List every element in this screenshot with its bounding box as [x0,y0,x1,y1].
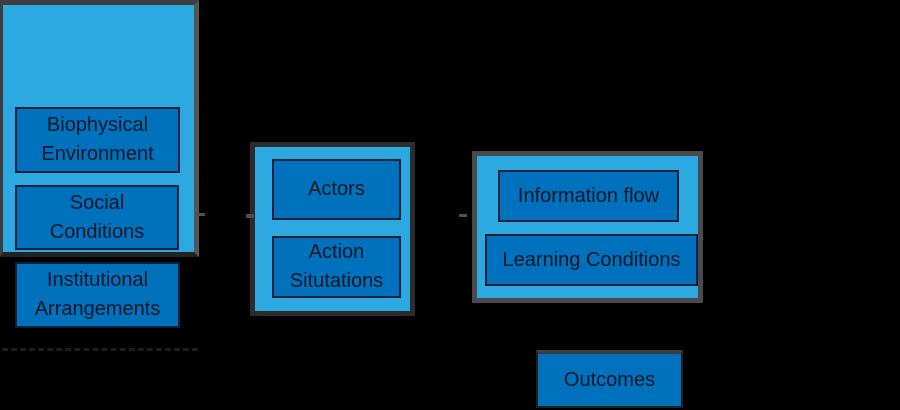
dashed-shadow-line [2,348,198,351]
box-actors-label: Actors [308,178,365,200]
box-information-flow: Information flow [498,170,679,222]
box-institutional-arrangements: Institutional Arrangements [15,262,180,328]
dashed-connector-remnant-right [459,214,467,217]
box-outcomes-label: Outcomes [563,368,656,391]
dashed-connector-remnant-left [196,213,205,216]
box-social-conditions: Social Conditions [15,185,179,250]
dashed-connector-remnant-middle [246,214,254,218]
box-learning-conditions: Learning Conditions [485,234,698,286]
box-actors: Actors [272,159,401,220]
box-action-situtations: Action Situtations [272,236,401,298]
box-biophysical-environment: Biophysical Environment [15,107,180,173]
box-information-flow-label: Information flow [517,184,660,207]
box-biophysical-environment-label: Biophysical Environment [41,114,154,165]
box-institutional-arrangements-label: Institutional Arrangements [34,269,161,320]
box-learning-conditions-label: Learning Conditions [502,248,681,271]
box-outcomes: Outcomes [536,350,683,408]
box-action-situtations-label: Action Situtations [289,241,384,292]
box-social-conditions-label: Social Conditions [49,191,145,243]
